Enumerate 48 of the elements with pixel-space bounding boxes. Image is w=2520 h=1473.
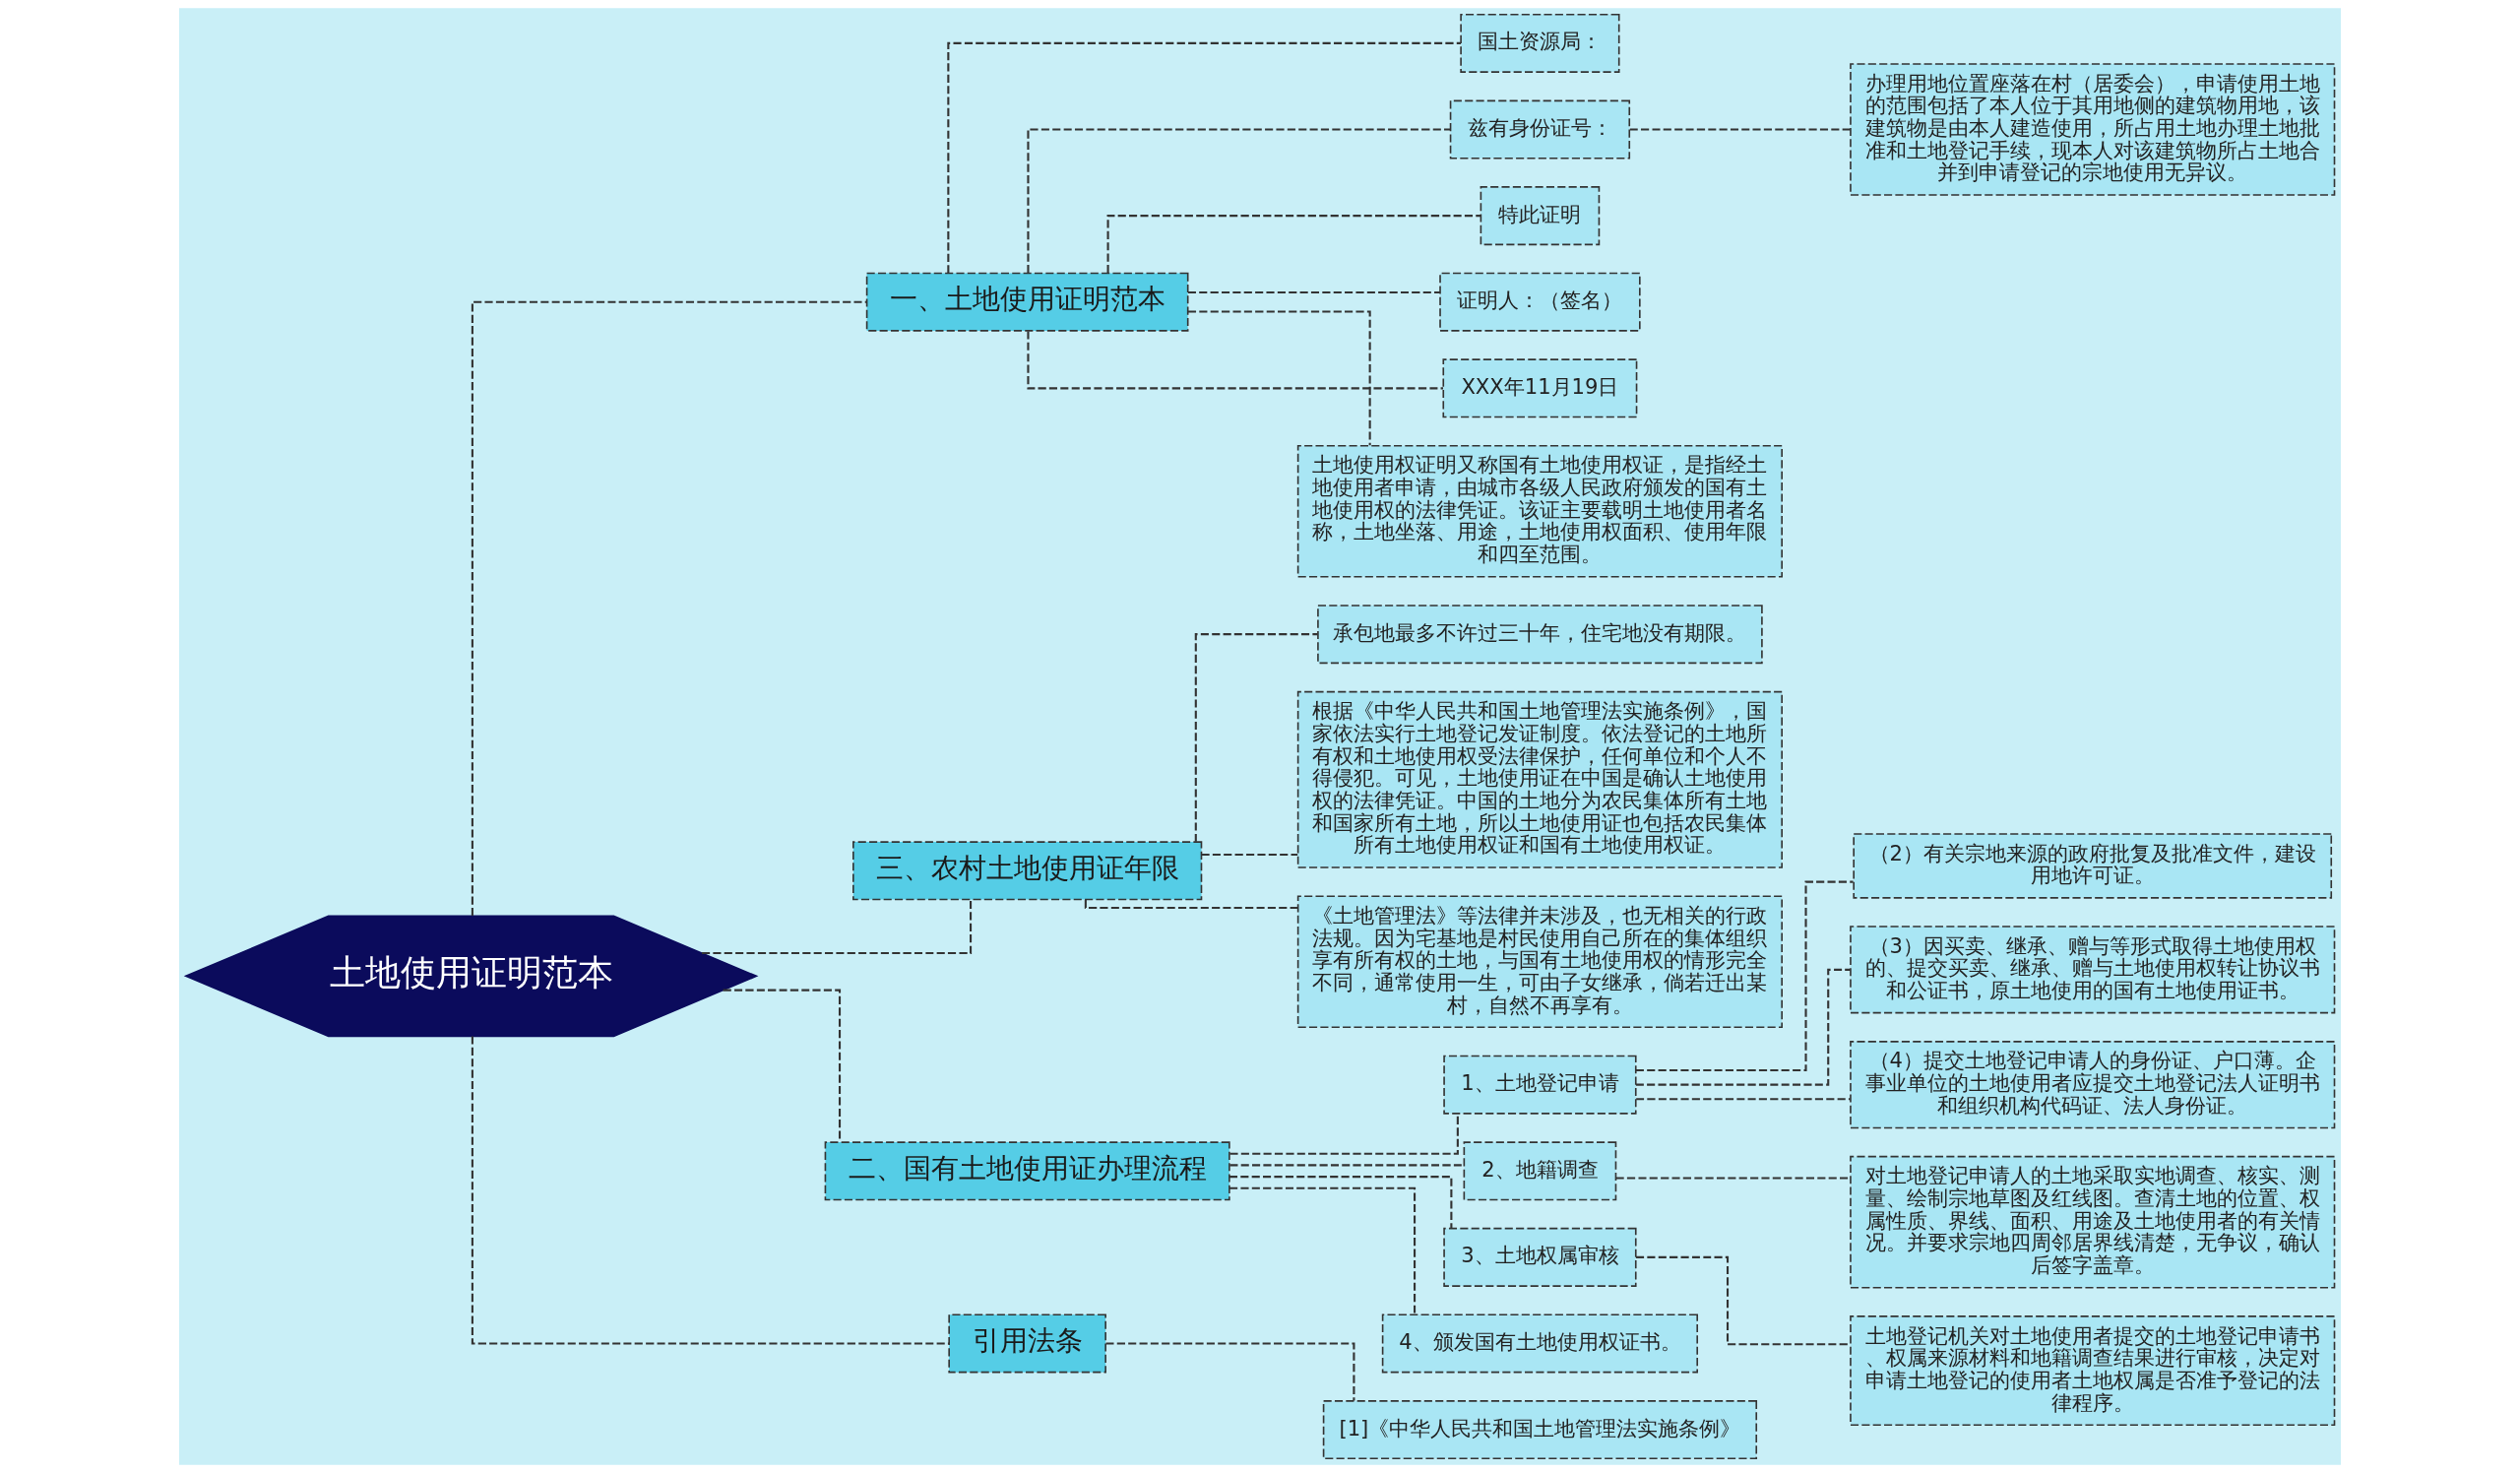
connector [1188, 290, 1440, 294]
connector [723, 989, 842, 1142]
connector [1229, 1164, 1465, 1167]
connector [1106, 215, 1481, 274]
node-box: 根据《中华人民共和国土地管理法实施条例》，国家依法实行土地登记发证制度。依法登记的土地所有权和土地使用权受法律保护，任何单位和个人不得侵犯。可见，土地使用证在中国是确认土地使用权的法律凭证。中国的土地分为农民集体所有土地和国家所有土地，所以土地使用证也包括农民集体所有土地使用权证和国有土地使用权证。 [1296, 690, 1783, 868]
node-box: 承包地最多不许过三十年，住宅地没有期限。 [1317, 605, 1763, 665]
node-box: 1、土地登记申请 [1443, 1055, 1637, 1115]
node-box: [1]《中华人民共和国土地管理法实施条例》 [1322, 1400, 1758, 1460]
connector [1194, 633, 1318, 842]
node-box: 土地登记机关对土地使用者提交的土地登记申请书、权属来源材料和地籍调查结果进行审核，决定对申请土地登记的使用者土地权属是否准予登记的法律程序。 [1850, 1315, 2336, 1426]
connector [1187, 310, 1371, 446]
connector [1229, 1186, 1417, 1314]
node-box: 3、土地权属审核 [1443, 1227, 1637, 1287]
node-box: （4）提交土地登记申请人的身份证、户口薄。企事业单位的土地使用者应提交土地登记法人证明书和组织机构代码证、法人身份证。 [1850, 1041, 2336, 1129]
connector [1229, 1114, 1459, 1155]
node-box: 《土地管理法》等法律并未涉及，也无相关的行政法规。因为宅基地是村民使用自己所在的集体组织享有所有权的土地，与国有土地使用权的情形完全不同，通常使用一生，可由子女继承，倘若迁出某村，自然不再享有。 [1296, 895, 1783, 1029]
node-box: 对土地登记申请人的土地采取实地调查、核实、测量、绘制宗地草图及红线图。查清土地的位置、权属性质、界线、面积、用途及土地使用者的有关情况。并要求宗地四周邻居界线清楚，无争议，确认后签字盖章。 [1850, 1155, 2336, 1289]
node-box: 4、颁发国有土地使用权证书。 [1381, 1313, 1698, 1374]
connector [1629, 128, 1851, 131]
connector [1635, 880, 1854, 1072]
connector [1105, 1342, 1355, 1401]
connector [1615, 1177, 1851, 1180]
connector [1635, 968, 1851, 1086]
node-box: （3）因买卖、继承、赠与等形式取得土地使用权的、提交买卖、继承、赠与土地使用权转让协议书和公证书，原土地使用的国有土地使用证书。 [1850, 926, 2336, 1014]
connector [471, 1036, 950, 1345]
connector [1201, 854, 1298, 857]
node-box: 引用法条 [948, 1313, 1106, 1374]
node-box: 办理用地位置座落在村（居委会），申请使用土地的范围包括了本人位于其用地侧的建筑物用地，该建筑物是由本人建造使用，所占用土地办理土地批准和土地登记手续，现本人对该建筑物所占土地合并到申请登记的宗地使用无异议。 [1850, 63, 2336, 196]
node-box: XXX年11月19日 [1442, 358, 1638, 418]
connector [1084, 899, 1298, 909]
connector [1027, 128, 1451, 273]
connector [702, 899, 973, 955]
node-box: 证明人：（签名） [1439, 272, 1641, 332]
node-box: 国土资源局： [1460, 13, 1620, 73]
connector [1635, 1255, 1851, 1346]
node-box: （2）有关宗地来源的政府批复及批准文件，建设用地许可证。 [1853, 833, 2333, 899]
node-box: 特此证明 [1480, 186, 1601, 246]
node-box: 2、地籍调查 [1463, 1141, 1617, 1201]
node-box: 兹有身份证号： [1449, 99, 1631, 160]
connector [1027, 331, 1443, 390]
connector [1636, 1098, 1851, 1101]
connector [1228, 1176, 1453, 1229]
node-box: 土地使用权证明又称国有土地使用权证，是指经土地使用者申请，由城市各级人民政府颁发的国有土地使用权的法律凭证。该证主要载明土地使用者名称，土地坐落、用途，土地使用权面积、使用年限和四至范围。 [1296, 444, 1783, 578]
node-box: 二、国有土地使用证办理流程 [824, 1141, 1230, 1201]
node-box: 一、土地使用证明范本 [865, 272, 1189, 332]
connector [947, 41, 1461, 274]
connector [471, 300, 867, 916]
node-box: 三、农村土地使用证年限 [852, 841, 1203, 901]
